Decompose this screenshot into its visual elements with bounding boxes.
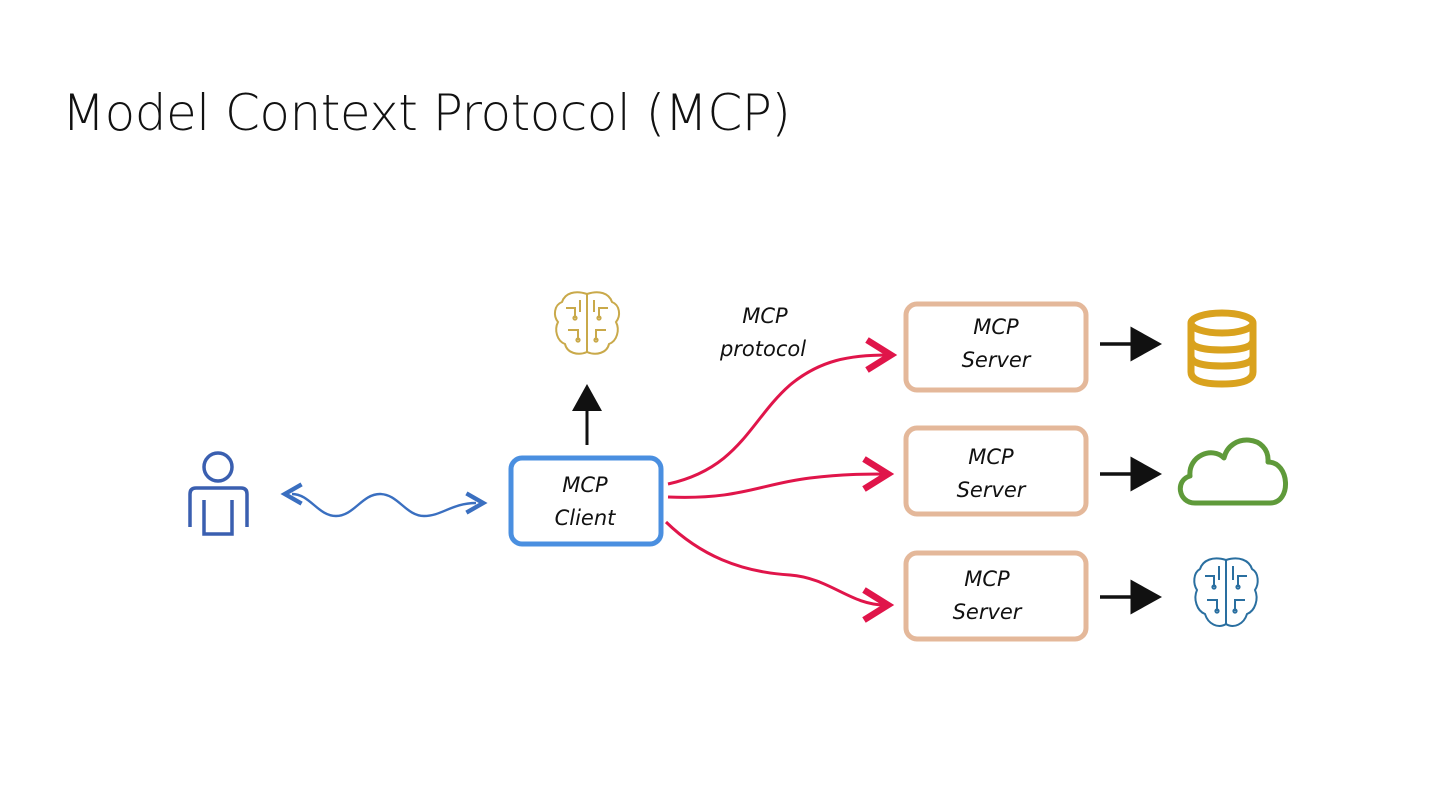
mcp-server-label-line2: Server xyxy=(957,478,1027,502)
user-client-connection xyxy=(280,482,488,518)
protocol-arrow-server-3 xyxy=(664,520,895,623)
protocol-label-line1: MCP xyxy=(742,304,788,328)
mcp-client-label-line2: Client xyxy=(555,506,617,530)
protocol-arrow-server-2 xyxy=(667,456,895,499)
cloud-icon xyxy=(1178,437,1288,506)
mcp-server-box: MCP Server xyxy=(903,550,1089,642)
mcp-client-label-line1: MCP xyxy=(562,473,608,497)
protocol-label-line2: protocol xyxy=(719,337,806,361)
mcp-server-box: MCP Server xyxy=(903,425,1089,517)
brain-icon xyxy=(1193,557,1259,627)
mcp-server-label-line1: MCP xyxy=(964,567,1010,591)
mcp-server-label-line1: MCP xyxy=(968,445,1014,469)
person-icon xyxy=(188,451,249,536)
brain-icon xyxy=(553,291,621,355)
mcp-server-label-line1: MCP xyxy=(973,315,1019,339)
protocol-arrow-server-1 xyxy=(667,337,898,486)
database-icon xyxy=(1187,309,1257,388)
page-title: Model Context Protocol (MCP) xyxy=(62,84,791,142)
mcp-server-label-line2: Server xyxy=(962,348,1032,372)
mcp-client-box: MCP Client xyxy=(508,455,664,547)
mcp-server-label-line2: Server xyxy=(953,600,1023,624)
mcp-server-box: MCP Server xyxy=(903,301,1089,393)
